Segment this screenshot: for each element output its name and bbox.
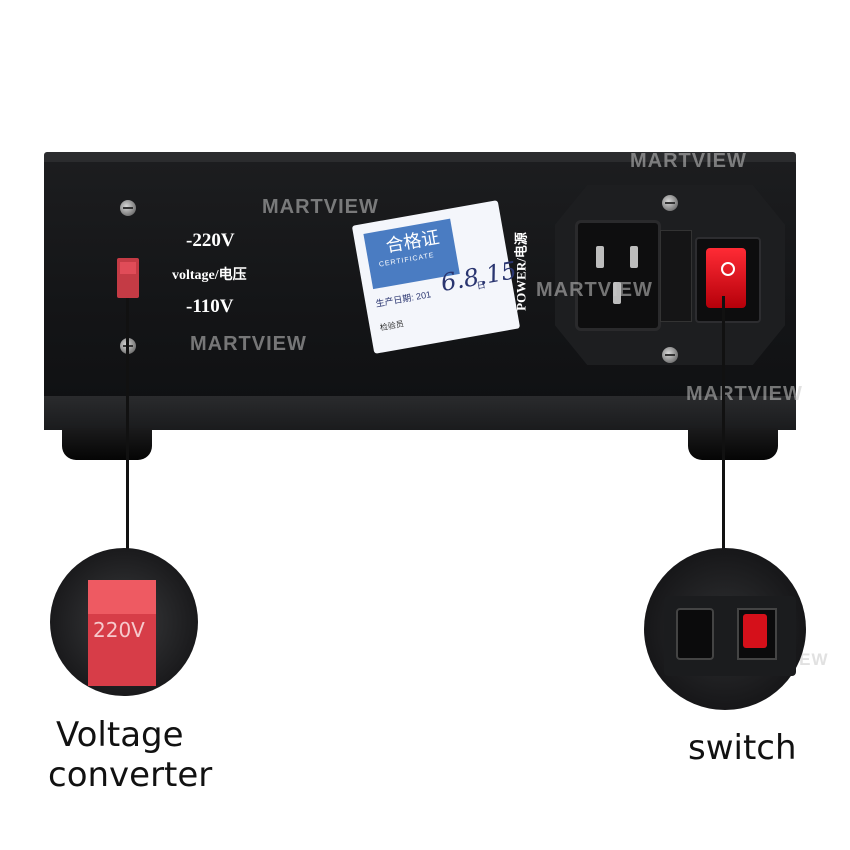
- inlet-pin: [596, 246, 604, 268]
- zoomed-iec-inlet: [676, 608, 714, 660]
- zoomed-rocker-switch: [743, 614, 767, 648]
- screw-icon: [662, 195, 678, 211]
- right-foot: [688, 428, 778, 460]
- certificate-inspector: 检验员: [379, 319, 405, 333]
- iec-power-inlet[interactable]: [575, 220, 661, 331]
- certificate-date-label: 生产日期:: [374, 292, 415, 309]
- zoomed-voltage-switch-top: [88, 580, 156, 614]
- callout-line-right: [722, 296, 725, 558]
- voltage-high-label: -220V: [186, 230, 235, 251]
- screw-icon: [120, 200, 136, 216]
- voltage-label: voltage/电压: [172, 268, 247, 283]
- callout-line-left: [126, 298, 129, 558]
- left-foot: [62, 428, 152, 460]
- watermark: MARTVIEW: [262, 196, 379, 218]
- voltage-converter-caption-line1: Voltage: [56, 715, 184, 755]
- certificate-date-value: 201: [415, 289, 432, 302]
- watermark: MARTVIEW: [630, 150, 747, 172]
- watermark: MARTVIEW: [536, 279, 653, 301]
- switch-caption: switch: [688, 728, 797, 768]
- power-label: POWER/电源: [513, 232, 529, 311]
- fuse-holder[interactable]: [660, 230, 692, 322]
- voltage-selector-switch[interactable]: [117, 258, 139, 298]
- certificate-sticker: 合格证 CERTIFICATE 生产日期: 201 日 6.8.15 检验员: [351, 200, 521, 354]
- device-base: [44, 396, 796, 430]
- voltage-low-label: -110V: [186, 296, 234, 317]
- inlet-pin: [613, 282, 621, 304]
- inlet-pin: [630, 246, 638, 268]
- watermark: MARTVIEW: [190, 333, 307, 355]
- screw-icon: [662, 347, 678, 363]
- voltage-converter-caption-line2: converter: [48, 755, 213, 795]
- watermark: MARTVIEW: [686, 383, 803, 405]
- zoomed-switch-text: 220V: [93, 618, 145, 642]
- power-rocker-switch[interactable]: [706, 248, 746, 308]
